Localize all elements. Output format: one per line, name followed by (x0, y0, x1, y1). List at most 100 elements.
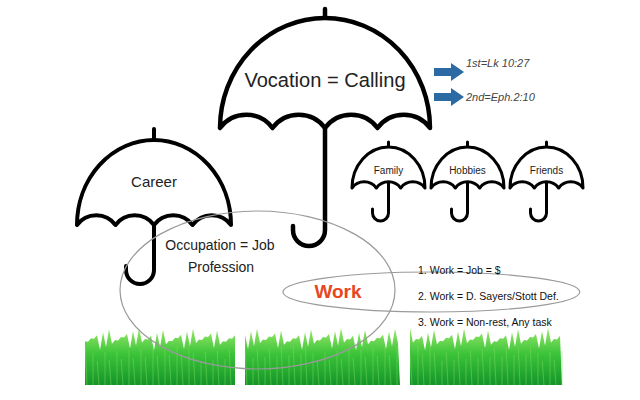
grass-blade (97, 361, 99, 385)
umbrella-outline (218, 8, 432, 248)
grass-blade (133, 358, 135, 385)
note-label: 1. Work = Job = $ (418, 264, 501, 277)
grass-blade (422, 354, 424, 385)
grass-blade (265, 357, 266, 385)
note-label: 3. Work = Non-rest, Any task (418, 316, 552, 329)
grass-blade (434, 353, 436, 385)
grass-blade (281, 347, 283, 385)
grass-blade (105, 352, 106, 385)
grass-blade (478, 358, 479, 385)
node-text: Hobbies (449, 165, 486, 177)
grass-blade (442, 361, 443, 385)
grass-blade (494, 348, 496, 385)
grass-blade (145, 357, 147, 385)
grass-group (85, 328, 562, 385)
grass-blade (482, 349, 484, 385)
grass-blade (189, 345, 190, 385)
grass-blade (538, 353, 539, 385)
grass-blade (554, 360, 556, 385)
grass-blade (518, 346, 520, 385)
grass-blade (201, 361, 202, 385)
grass-blade (117, 351, 118, 385)
umbrella-node: Vocation = Calling (218, 8, 432, 248)
grass-blade (193, 353, 195, 385)
grass-blade (530, 345, 532, 385)
grass-blade (506, 347, 508, 385)
umbrella-canopy (220, 18, 430, 128)
label-holder: 2. Work = D. Sayers/Stott Def. (418, 290, 559, 303)
grass-blade (389, 355, 391, 385)
grass-blade (85, 345, 87, 385)
grass-blade (353, 358, 355, 385)
note-label: 1st=Lk 10:27 (466, 57, 529, 70)
grass-blade (169, 355, 171, 385)
umbrella-node: Friends (508, 141, 585, 223)
grass-blade (213, 360, 214, 385)
grass-blade (365, 357, 367, 385)
grass-blade (377, 356, 379, 385)
grass-blade (514, 355, 515, 385)
umbrella-canopy (77, 140, 231, 225)
label-holder: 1st=Lk 10:27 (466, 57, 529, 70)
grass-blade (446, 352, 448, 385)
umbrella-canopy (352, 147, 425, 188)
grass-blade (410, 355, 412, 385)
callout-arrow (434, 63, 464, 81)
grass-blade (502, 356, 503, 385)
grass-blade (329, 360, 331, 385)
node-text: Career (131, 173, 177, 191)
umbrella-handle (126, 225, 154, 284)
grass-blade (317, 361, 319, 385)
grass-blade (157, 356, 159, 385)
grass-blade (253, 358, 254, 385)
grass-blade (93, 353, 94, 385)
node-text: Vocation = Calling (244, 68, 405, 92)
ellipse-line (120, 211, 395, 369)
grass-blade (225, 359, 226, 385)
umbrella-node: Family (350, 141, 427, 223)
grass-blade (181, 354, 183, 385)
grass-blade (301, 354, 302, 385)
grass-blade (325, 352, 326, 385)
grass-blade (129, 350, 130, 385)
grass-blade (526, 354, 527, 385)
umbrella-outline (508, 141, 585, 223)
grass-blade (458, 351, 460, 385)
grass-blade (165, 347, 166, 385)
grass-blade (361, 349, 362, 385)
umbrella-outline (350, 141, 427, 223)
grass-blade (337, 351, 338, 385)
grass-blade (562, 351, 563, 385)
grass-blade (373, 348, 374, 385)
label-holder: 1. Work = Job = $ (418, 264, 501, 277)
node-text: Profession (188, 259, 254, 276)
grass-patch (245, 328, 400, 385)
grass-blade (430, 345, 431, 385)
grass-blade (550, 352, 551, 385)
grass-blade (177, 346, 178, 385)
grass-blade (245, 350, 247, 385)
grass-blade (490, 357, 491, 385)
umbrella-canopy (510, 147, 583, 188)
grass-blade (289, 355, 290, 385)
node-text: Occupation = Job (165, 237, 274, 254)
callout-arrow (434, 88, 464, 106)
label-holder: 3. Work = Non-rest, Any task (418, 316, 552, 329)
grass-blade (470, 350, 472, 385)
grass-patch (410, 328, 562, 385)
grass-blade (121, 359, 123, 385)
umbrella-outline (429, 141, 506, 223)
grass-blade (313, 353, 314, 385)
node-text: Friends (530, 165, 563, 177)
grass-blade (466, 359, 467, 385)
node-text: Work (314, 281, 361, 304)
grass-blade (397, 346, 398, 385)
grass-blade (109, 360, 111, 385)
grass-patch (85, 328, 235, 385)
grass-blade (277, 356, 278, 385)
grass-blade (269, 348, 271, 385)
umbrella-handle (293, 128, 325, 246)
grass-blade (341, 359, 343, 385)
umbrella-node: Hobbies (429, 141, 506, 223)
